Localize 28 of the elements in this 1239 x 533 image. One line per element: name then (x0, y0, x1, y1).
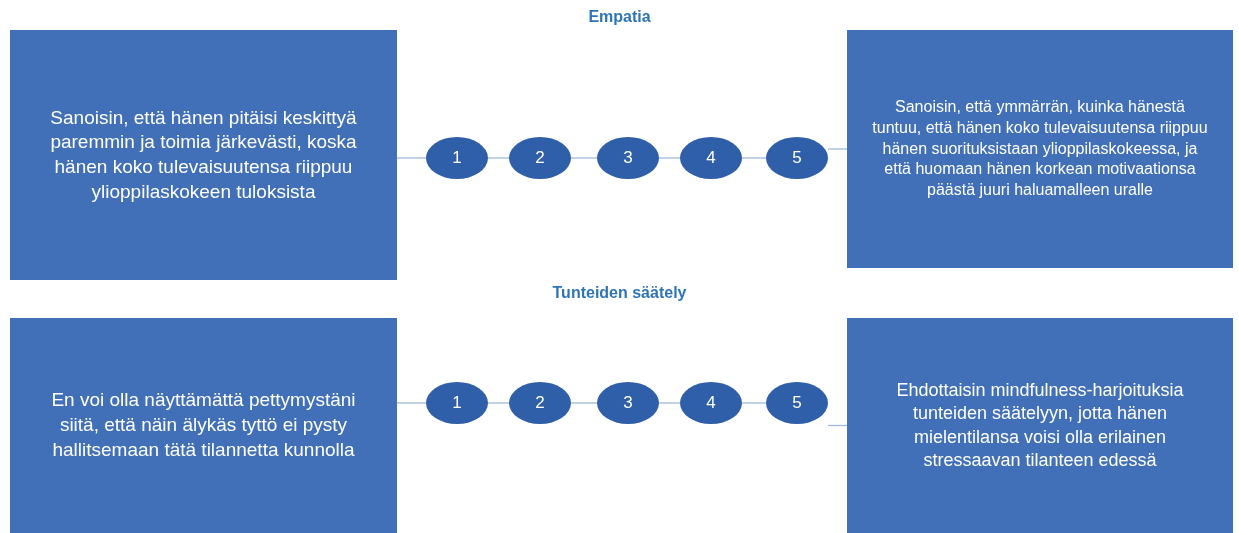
number-oval: 1 (426, 382, 488, 424)
number-oval: 3 (597, 137, 659, 179)
number-oval: 3 (597, 382, 659, 424)
connector-line (827, 148, 848, 150)
number-oval: 4 (680, 382, 742, 424)
number-oval: 2 (509, 382, 571, 424)
connector-line (741, 157, 767, 159)
connector-line (570, 157, 598, 159)
statement-box: Sanoisin, että hänen pitäisi keskittyä paremmin ja toimia järkevästi, koska hänen koko tulevaisuutensa riippuu ylioppilaskokeen tuloksista (10, 30, 397, 280)
connector-line (487, 402, 510, 404)
connector-line (741, 402, 767, 404)
section-heading: Tunteiden säätely (551, 284, 688, 302)
section-heading: Empatia (587, 8, 652, 26)
connector-line (658, 157, 681, 159)
connector-line (396, 157, 427, 159)
statement-box: Ehdottaisin mindfulness-harjoituksia tunteiden säätelyyn, jotta hänen mielentilansa voisi olla erilainen stressaavan tilanteen edessä (847, 318, 1233, 533)
connector-line (487, 157, 510, 159)
connector-line (396, 402, 427, 404)
connector-line (658, 402, 681, 404)
statement-box: En voi olla näyttämättä pettymystäni siitä, että näin älykäs tyttö ei pysty hallitsemaan tätä tilannetta kunnolla (10, 318, 397, 533)
number-oval: 5 (766, 137, 828, 179)
statement-box: Sanoisin, että ymmärrän, kuinka hänestä tuntuu, että hänen koko tulevaisuutensa riippuu hänen suorituksistaan ylioppilaskokeessa, ja että huomaan hänen korkean motivaationsa päästä juuri haluamalleen uralle (847, 30, 1233, 268)
number-oval: 1 (426, 137, 488, 179)
connector-line (827, 424, 848, 427)
number-oval: 2 (509, 137, 571, 179)
connector-line (570, 402, 598, 404)
number-oval: 4 (680, 137, 742, 179)
number-oval: 5 (766, 382, 828, 424)
